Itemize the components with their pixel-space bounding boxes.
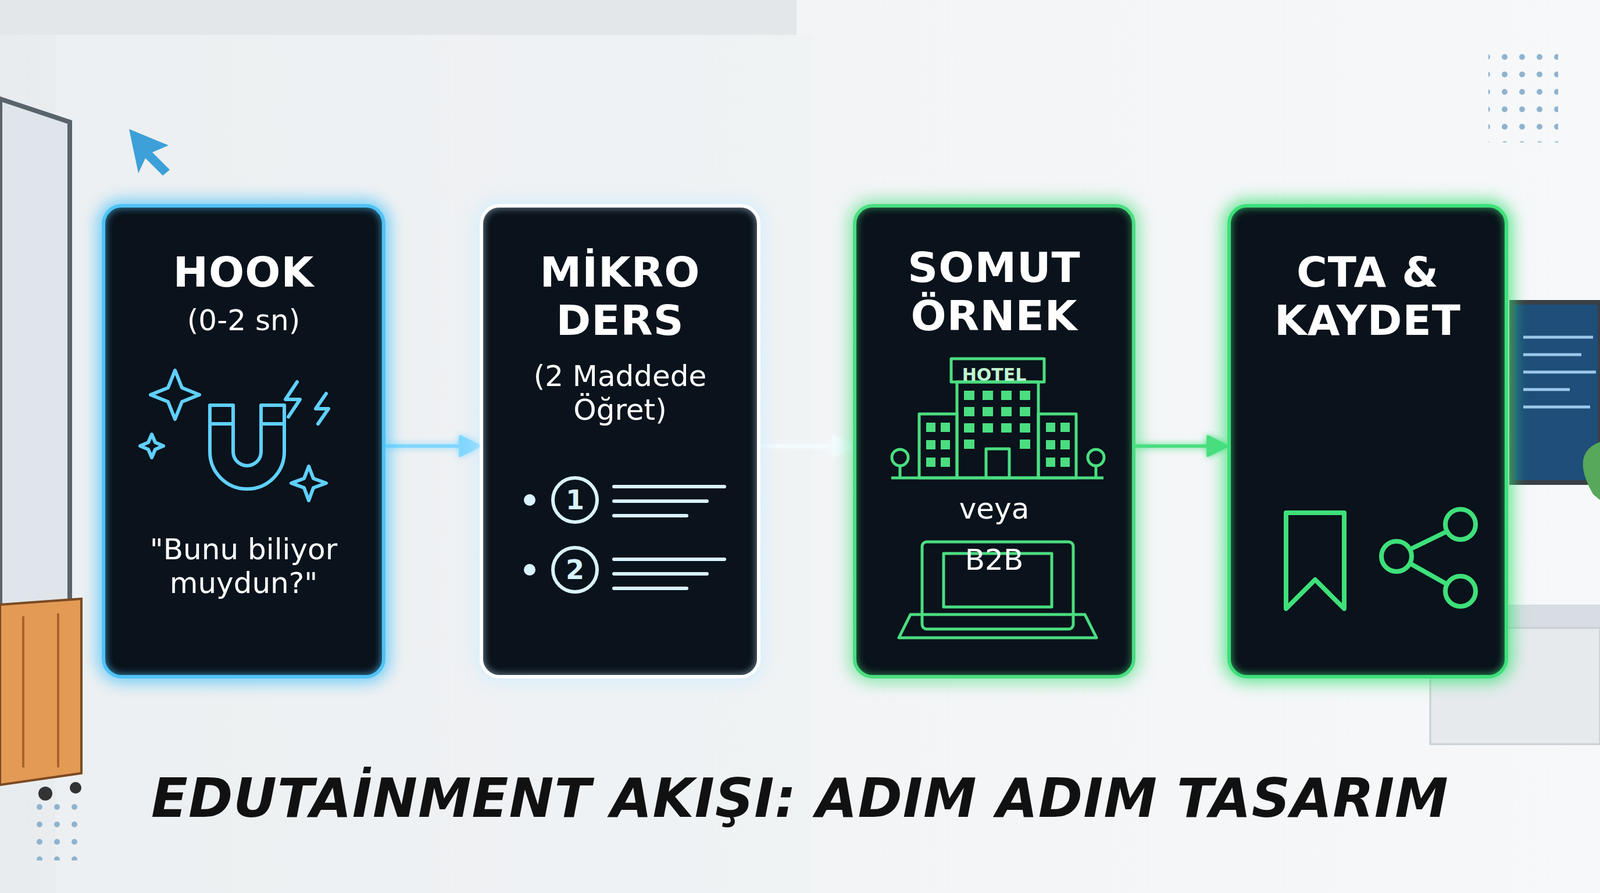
- step-card: CTA & KAYDET: [1227, 204, 1509, 679]
- step-text: veya: [872, 492, 1116, 527]
- step-text: "Bunu biliyor muydun?": [121, 533, 366, 600]
- step-text: HOTEL: [872, 365, 1116, 386]
- step-heading: MİKRO DERS: [499, 248, 741, 345]
- diagram-title: EDUTAİNMENT AKIŞI: ADIM ADIM TASARIM: [116, 767, 1484, 830]
- step-heading: CTA & KAYDET: [1247, 248, 1489, 345]
- callout-number: 2: [554, 549, 596, 591]
- step-text: (0-2 sn): [121, 304, 366, 338]
- flow-arrow: [760, 444, 853, 448]
- step-heading: SOMUT ÖRNEK: [872, 243, 1116, 341]
- step-card: HOOK (0-2 sn) "Bunu biliyor muydun?": [101, 204, 386, 679]
- step-card: MİKRO DERS (2 Maddede Öğret) 1 2: [479, 204, 761, 679]
- flow-arrow: [385, 444, 480, 448]
- step-text: B2B: [872, 543, 1116, 578]
- step-heading: HOOK: [121, 248, 366, 297]
- step-card: SOMUT ÖRNEK HOTEL veyaB2B: [852, 204, 1136, 679]
- step-text: (2 Maddede Öğret): [499, 359, 741, 427]
- callout-number: 1: [554, 479, 596, 521]
- flow-arrow: [1135, 444, 1228, 448]
